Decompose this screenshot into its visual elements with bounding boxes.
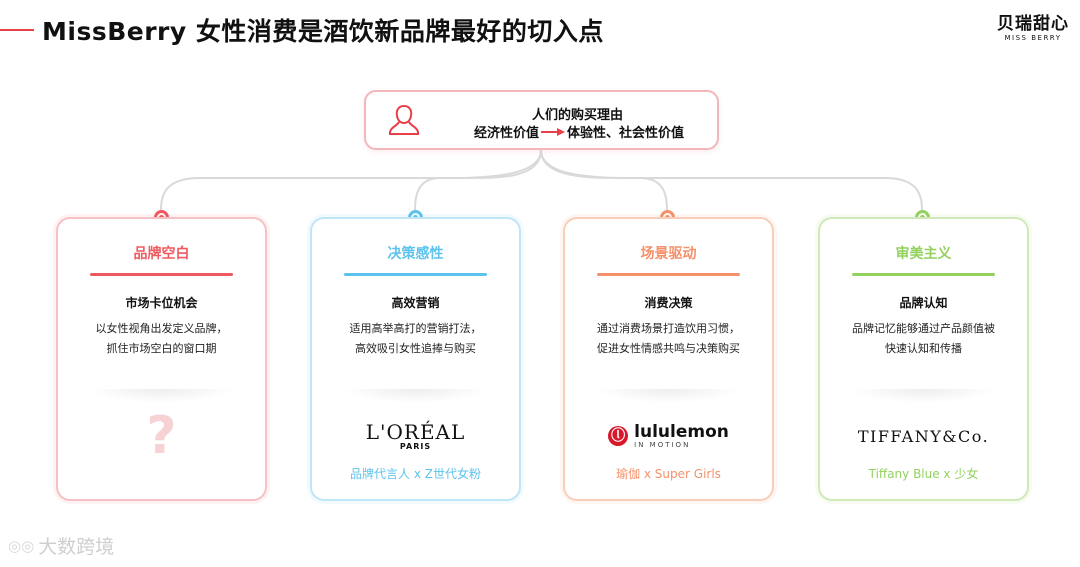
card-description: 适用高举高打的营销打法， 高效吸引女性追捧与购买 [324, 319, 507, 359]
card-title-rule [597, 273, 740, 276]
card-aesthetics: 审美主义 品牌认知 品牌记忆能够通过产品颜值被 快速认知和传播 TIFFANY&… [818, 217, 1029, 501]
card-title: 品牌空白 [133, 246, 190, 262]
loreal-logo: L'ORÉAL PARIS [312, 417, 519, 455]
watermark: ◎◎ 大数跨境 [8, 532, 114, 559]
camera-logo-icon: ◎◎ [8, 536, 35, 555]
card-description-line-2: 快速认知和传播 [885, 342, 962, 355]
brand-logo-en: MISS BERRY [1004, 34, 1062, 42]
card-description-line-1: 以女性视角出发定义品牌， [95, 322, 228, 335]
lululemon-logo: ⓛ lululemon IN MOTION [565, 417, 772, 455]
connector-card-1 [160, 149, 542, 211]
experience-social-value-label: 体验性、社会性价值 [567, 126, 685, 141]
card-title: 审美主义 [895, 246, 952, 262]
card-tag: Tiffany Blue x 少女 [868, 467, 979, 481]
card-tag: 品牌代言人 x Z世代女粉 [350, 467, 481, 481]
card-description-line-1: 通过消费场景打造饮用习惯， [597, 322, 740, 335]
card-divider-shadow [595, 389, 742, 403]
card-description: 品牌记忆能够通过产品颜值被 快速认知和传播 [832, 319, 1015, 359]
loreal-logo-main: L'ORÉAL [365, 419, 466, 444]
card-title-rule [90, 273, 233, 276]
card-description-line-2: 高效吸引女性追捧与购买 [355, 342, 476, 355]
economic-value-label: 经济性价值 [474, 126, 540, 141]
card-description-line-2: 促进女性情感共鸣与决策购买 [597, 342, 740, 355]
card-emotional-decision: 决策感性 高效营销 适用高举高打的营销打法， 高效吸引女性追捧与购买 L'ORÉ… [310, 217, 521, 501]
card-description: 通过消费场景打造饮用习惯， 促进女性情感共鸣与决策购买 [577, 319, 760, 359]
purchase-reason-box: 人们的购买理由 经济性价值 体验性、社会性价值 [364, 90, 719, 150]
card-subtitle: 市场卡位机会 [125, 296, 198, 310]
connector-card-2 [414, 149, 542, 211]
card-title: 场景驱动 [640, 246, 697, 262]
card-title: 决策感性 [387, 246, 444, 262]
purchase-reason-title: 人们的购买理由 [532, 108, 624, 123]
tiffany-logo-text: TIFFANY&Co. [857, 426, 990, 446]
page-title: MissBerry 女性消费是酒饮新品牌最好的切入点 [42, 17, 604, 46]
brand-logo: 贝瑞甜心 MISS BERRY [996, 14, 1070, 43]
loreal-logo-sub: PARIS [399, 441, 432, 451]
card-description-line-1: 品牌记忆能够通过产品颜值被 [852, 322, 995, 335]
question-mark-icon: ? [146, 406, 177, 466]
tiffany-logo: TIFFANY&Co. [820, 417, 1027, 455]
lululemon-logo-main: lululemon [634, 422, 729, 442]
connector-card-4 [540, 149, 923, 211]
arrow-right-icon [541, 127, 566, 136]
watermark-text: 大数跨境 [38, 536, 115, 558]
card-divider-shadow [850, 389, 997, 403]
card-divider-shadow [88, 389, 235, 403]
title-accent-line [0, 29, 34, 31]
card-description-line-2: 抓住市场空白的窗口期 [106, 342, 217, 355]
card-scene-driven: 场景驱动 消费决策 通过消费场景打造饮用习惯， 促进女性情感共鸣与决策购买 ⓛ … [563, 217, 774, 501]
card-subtitle: 高效营销 [391, 296, 440, 310]
card-description: 以女性视角出发定义品牌， 抓住市场空白的窗口期 [70, 319, 253, 359]
card-subtitle: 品牌认知 [899, 296, 948, 310]
card-tag: 瑜伽 x Super Girls [616, 467, 721, 481]
card-description-line-1: 适用高举高打的营销打法， [349, 322, 482, 335]
card-subtitle: 消费决策 [644, 296, 693, 310]
card-divider-shadow [342, 389, 489, 403]
connector-card-3 [540, 149, 668, 211]
lululemon-mark-icon: ⓛ [608, 426, 629, 446]
lululemon-logo-sub: IN MOTION [634, 441, 691, 449]
person-icon [389, 104, 419, 135]
brand-logo-cn: 贝瑞甜心 [997, 14, 1069, 34]
purchase-reason-detail: 经济性价值 体验性、社会性价值 [474, 122, 684, 141]
card-brand-gap: 品牌空白 市场卡位机会 以女性视角出发定义品牌， 抓住市场空白的窗口期 ? [56, 217, 267, 501]
card-title-rule [852, 273, 995, 276]
card-title-rule [344, 273, 487, 276]
